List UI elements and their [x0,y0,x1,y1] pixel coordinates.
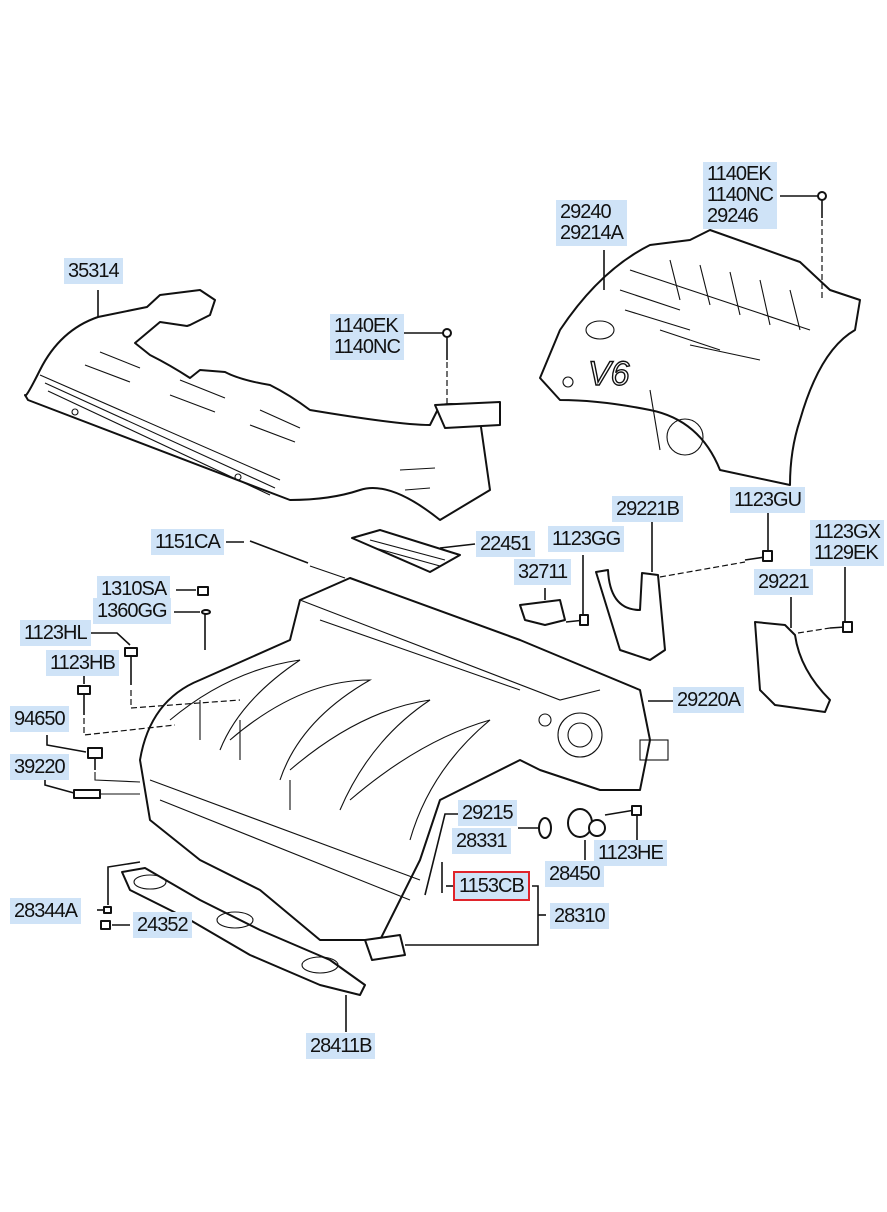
callout-28411b[interactable]: 28411B [306,1033,376,1059]
hanger-32711-part[interactable] [519,599,566,626]
callout-1123hl[interactable]: 1123HL [20,620,91,646]
callout-1153cb-selected[interactable]: 1153CB [453,871,530,901]
callout-1123he[interactable]: 1123HE [594,840,667,866]
bracket-29221-part[interactable] [754,621,831,713]
callout-35314[interactable]: 35314 [64,258,123,284]
nut-28344a-part[interactable] [103,906,112,914]
bolt-1123gx-part[interactable] [829,621,853,633]
v6-emblem: V6 [588,355,630,393]
callout-32711[interactable]: 32711 [514,559,572,585]
bolt-1123hl-part[interactable] [124,647,138,685]
callout-1140ek-1140nc-left[interactable]: 1140EK 1140NC [330,314,404,360]
callout-1360gg[interactable]: 1360GG [93,598,171,624]
callout-94650[interactable]: 94650 [10,706,69,732]
bolt-1140ek-right-part[interactable] [817,191,827,218]
sensor-39220-part[interactable] [73,789,101,799]
bolt-1123gg-part[interactable] [565,614,589,626]
name-plate-22451-part[interactable] [351,529,461,573]
callout-22451[interactable]: 22451 [476,531,535,557]
callout-39220[interactable]: 39220 [10,754,69,780]
bracket-29221b-part[interactable] [595,569,666,661]
callout-29221b[interactable]: 29221B [612,496,683,522]
callout-29221[interactable]: 29221 [754,569,813,595]
nut-24352-part[interactable] [100,920,111,930]
stud-1151ca-part[interactable] [249,540,309,564]
nut-1310sa-part[interactable] [197,586,209,596]
bolt-1140ek-left-part[interactable] [442,328,452,360]
engine-cover-right-part[interactable]: V6 [539,229,861,486]
bolt-1123hb-part[interactable] [77,685,91,715]
callout-29220a[interactable]: 29220A [673,687,744,713]
bolt-1123he-part[interactable] [604,805,642,816]
bolt-1123gu-part[interactable] [744,550,773,562]
callout-1140ek-1140nc-29246[interactable]: 1140EK 1140NC 29246 [703,162,777,229]
callout-29240-29214a[interactable]: 29240 29214A [556,200,627,246]
callout-1310sa[interactable]: 1310SA [97,576,171,602]
callout-24352[interactable]: 24352 [133,912,192,938]
callout-1123gg[interactable]: 1123GG [548,526,625,552]
sensor-94650-part[interactable] [87,747,103,770]
callout-1123hb[interactable]: 1123HB [46,650,119,676]
callout-1123gu[interactable]: 1123GU [730,487,806,513]
callout-1151ca[interactable]: 1151CA [151,529,224,555]
sensor-28450-part[interactable] [567,808,606,838]
callout-1123gx-1129ek[interactable]: 1123GX 1129EK [810,520,884,566]
callout-29215[interactable]: 29215 [458,800,517,826]
gasket-28331-part[interactable] [538,817,552,839]
callout-28310[interactable]: 28310 [550,903,609,929]
callout-28450[interactable]: 28450 [545,861,604,887]
washer-1360gg-part[interactable] [201,609,211,615]
callout-28344a[interactable]: 28344A [10,898,81,924]
intake-manifold-part[interactable] [139,577,669,961]
callout-28331[interactable]: 28331 [452,828,511,854]
engine-cover-left-part[interactable] [24,289,501,521]
